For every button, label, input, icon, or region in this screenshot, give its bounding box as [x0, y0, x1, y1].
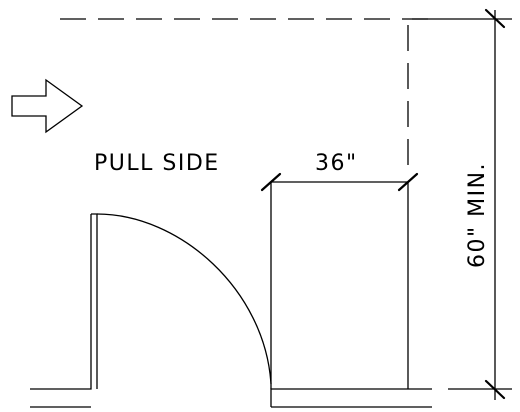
depth-dimension-tick-top [484, 8, 506, 29]
door-swing-arc [96, 213, 272, 385]
clear-space-boundary [60, 18, 430, 176]
width-dimension-tick-right [397, 172, 419, 192]
door-leaf [91, 213, 272, 389]
pull-side-label: PULL SIDE [94, 151, 220, 176]
wall-right [270, 182, 432, 408]
arrow-right-outline-icon [11, 78, 84, 134]
width-dimension: 36" [260, 151, 419, 192]
depth-dimension-label: 60" MIN. [465, 162, 490, 268]
width-dimension-label: 36" [315, 151, 358, 176]
depth-dimension: 60" MIN. [412, 8, 512, 400]
wall-left [30, 214, 92, 408]
depth-dimension-tick-bottom [484, 379, 506, 400]
width-dimension-tick-left [260, 172, 282, 192]
